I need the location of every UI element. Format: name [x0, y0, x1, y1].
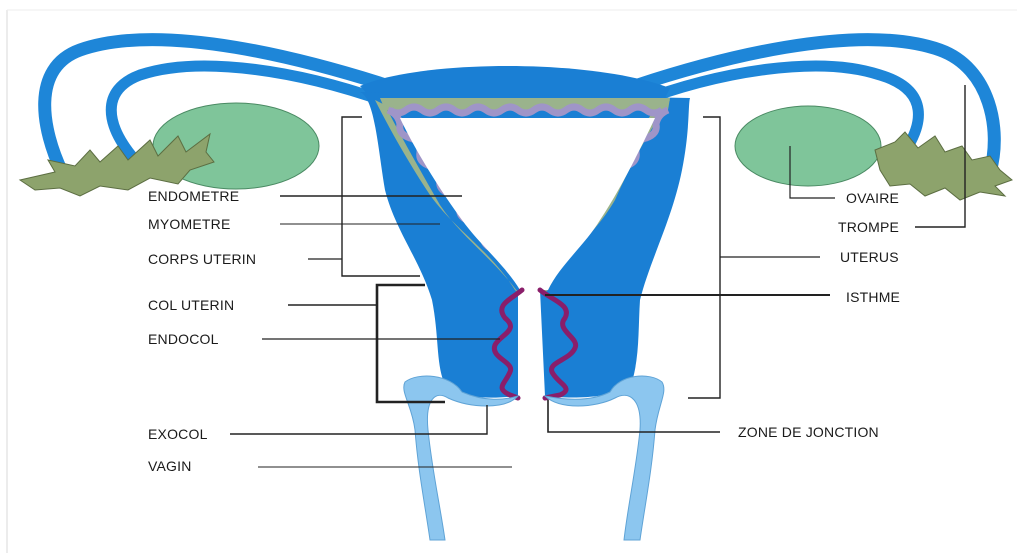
label-trompe: TROMPE — [838, 219, 899, 235]
uterus-bracket — [688, 117, 720, 398]
exocol-leader — [230, 405, 487, 434]
vagina — [404, 376, 664, 540]
label-myometre: MYOMETRE — [148, 216, 231, 232]
label-endometre: ENDOMETRE — [148, 188, 239, 204]
label-endocol: ENDOCOL — [148, 331, 219, 347]
label-uterus: UTERUS — [840, 249, 899, 265]
right-ovary — [735, 106, 881, 186]
label-exocol: EXOCOL — [148, 426, 208, 442]
label-vagin: VAGIN — [148, 458, 192, 474]
label-zone-de-jonction: ZONE DE JONCTION — [738, 424, 879, 440]
label-ovaire: OVAIRE — [846, 190, 899, 206]
uterus — [360, 66, 690, 398]
label-isthme: ISTHME — [846, 289, 900, 305]
label-col-uterin: COL UTERIN — [148, 297, 234, 313]
label-corps-uterin: CORPS UTERIN — [148, 251, 256, 267]
